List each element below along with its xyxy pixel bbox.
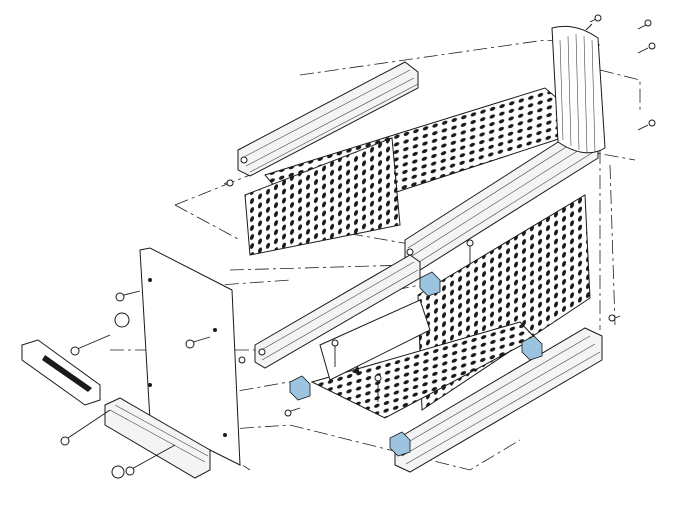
front-bottom-rail bbox=[104, 397, 211, 479]
top-rail bbox=[237, 61, 419, 177]
knob-lower bbox=[111, 465, 125, 479]
front-handle bbox=[21, 339, 101, 406]
left-perforated-panel bbox=[244, 137, 401, 256]
screws bbox=[60, 14, 656, 479]
bottom-base-plate bbox=[319, 299, 431, 381]
right-end-plate bbox=[551, 25, 606, 154]
knob bbox=[114, 312, 130, 328]
mounting-clips bbox=[289, 271, 543, 457]
left-end-plate bbox=[139, 247, 241, 466]
